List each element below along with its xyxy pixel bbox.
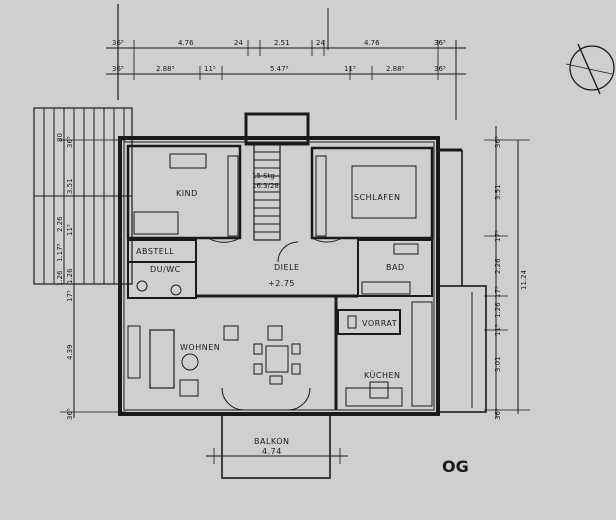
dim-right-7: 11⁵ bbox=[494, 324, 502, 336]
room-label-vorrat: VORRAT bbox=[362, 319, 397, 328]
dim-left-bottom-2: 1.17⁵ bbox=[56, 243, 64, 262]
dim-left-1: 36⁵ bbox=[66, 136, 74, 148]
dim-top2-4: 5.47⁵ bbox=[270, 65, 289, 73]
dim-right-3: 17⁵ bbox=[494, 230, 502, 242]
dim-left-2: 3.51 bbox=[66, 178, 74, 194]
dim-top2-1: 36⁵ bbox=[112, 65, 124, 73]
dim-top-1: 36⁵ bbox=[112, 39, 124, 47]
room-label-abstell: ABSTELL bbox=[136, 247, 174, 256]
dim-left-small-2: 2.26 bbox=[56, 216, 64, 232]
dim-left-4: 1.26 bbox=[66, 268, 74, 284]
dim-left-6: 4.39 bbox=[66, 344, 74, 360]
dim-top-7: 36⁵ bbox=[434, 39, 446, 47]
dim-right-9: 36⁵ bbox=[494, 408, 502, 420]
dim-right-8: 3.01 bbox=[494, 356, 502, 372]
dim-left-7: 36⁵ bbox=[66, 408, 74, 420]
room-label-balkon: BALKON bbox=[254, 437, 290, 446]
dim-right-1: 36⁵ bbox=[494, 136, 502, 148]
dim-right-5: 17⁵ bbox=[494, 286, 502, 298]
dim-top2-3: 11⁵ bbox=[204, 65, 216, 73]
dim-top-6: 4.76 bbox=[364, 39, 380, 47]
dim-top-4: 2.51 bbox=[274, 39, 290, 47]
balkon-width-dimension: 4.74 bbox=[262, 447, 282, 456]
room-label-schlafen: SCHLAFEN bbox=[354, 193, 400, 202]
dim-top2-6: 2.88⁵ bbox=[386, 65, 405, 73]
room-level-diele: +2.75 bbox=[268, 279, 295, 288]
dim-left-5: 17⁵ bbox=[66, 290, 74, 302]
plan-linework bbox=[33, 4, 615, 479]
room-label-kind: KIND bbox=[176, 189, 198, 198]
dim-right-4: 2.26 bbox=[494, 258, 502, 274]
room-label-wohnen: WOHNEN bbox=[180, 343, 220, 352]
stair-ratio-label: 16.3/28 bbox=[252, 182, 279, 190]
dim-right-total: 11.24 bbox=[520, 269, 528, 290]
room-label-du-wc: DU/WC bbox=[150, 265, 181, 274]
floor-label: OG bbox=[442, 457, 469, 476]
dim-top2-2: 2.88⁵ bbox=[156, 65, 175, 73]
dim-left-small-1: 80 bbox=[56, 133, 64, 142]
room-label-bad: BAD bbox=[386, 263, 405, 272]
dim-left-3: 11⁵ bbox=[66, 224, 74, 236]
dim-right-2: 3.51 bbox=[494, 184, 502, 200]
dim-top-2: 4.76 bbox=[178, 39, 194, 47]
dim-left-bottom-1: 1.26 bbox=[56, 270, 64, 286]
room-label-diele: DIELE bbox=[274, 263, 300, 272]
dim-top2-7: 36⁵ bbox=[434, 65, 446, 73]
dim-top2-5: 11⁵ bbox=[344, 65, 356, 73]
stair-steps-label: 15 Stg bbox=[252, 172, 275, 180]
dim-top-5: 24 bbox=[316, 39, 325, 47]
dim-right-6: 1.26 bbox=[494, 302, 502, 318]
dim-top-3: 24 bbox=[234, 39, 243, 47]
room-label-kuechen: KÜCHEN bbox=[364, 370, 401, 380]
